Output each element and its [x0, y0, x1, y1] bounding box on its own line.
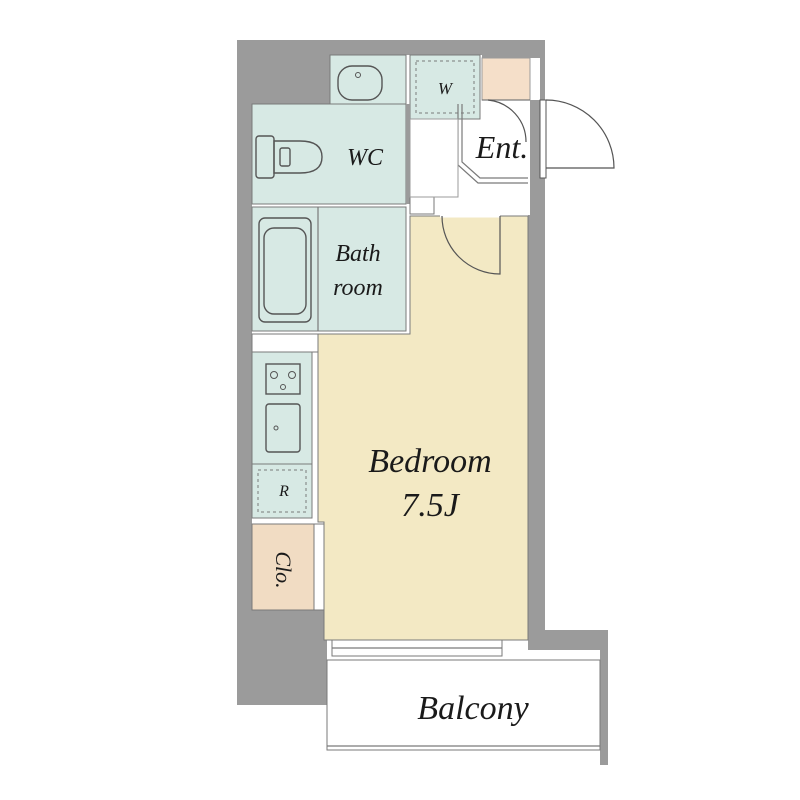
closet-label: Clo. — [271, 551, 296, 588]
entrance-tile — [481, 57, 531, 101]
bedroom-size: 7.5J — [401, 487, 461, 524]
washer-label: W — [438, 79, 454, 98]
wc-label: WC — [347, 145, 384, 171]
toilet-icon — [255, 135, 323, 179]
refrigerator-space: R — [251, 463, 313, 519]
washbasin-icon — [337, 65, 383, 101]
bath-label-line1: Bath — [335, 241, 380, 267]
entrance-label: Ent. — [475, 129, 528, 165]
bathtub-icon — [258, 217, 312, 323]
structural-walls — [237, 40, 608, 765]
kitchen — [251, 351, 313, 465]
washbasin-area — [329, 54, 407, 108]
bedroom: Bedroom 7.5J — [317, 214, 529, 641]
front-door[interactable] — [539, 99, 615, 179]
bedroom-door-swing-icon — [441, 215, 501, 275]
door-swing-icon — [487, 99, 527, 143]
closet: Clo. — [251, 523, 325, 611]
stove-icon — [265, 363, 301, 395]
bath-label-line2: room — [333, 275, 383, 301]
bath-room: Bath room — [251, 206, 407, 332]
bedroom-name: Bedroom — [368, 443, 491, 480]
sink-icon — [265, 403, 301, 453]
balcony: Balcony — [326, 659, 601, 751]
wc-room: WC — [251, 103, 407, 224]
balcony-window[interactable] — [331, 639, 503, 657]
balcony-label: Balcony — [417, 690, 529, 727]
washer-space: W — [409, 54, 481, 120]
refrigerator-label: R — [278, 483, 289, 500]
